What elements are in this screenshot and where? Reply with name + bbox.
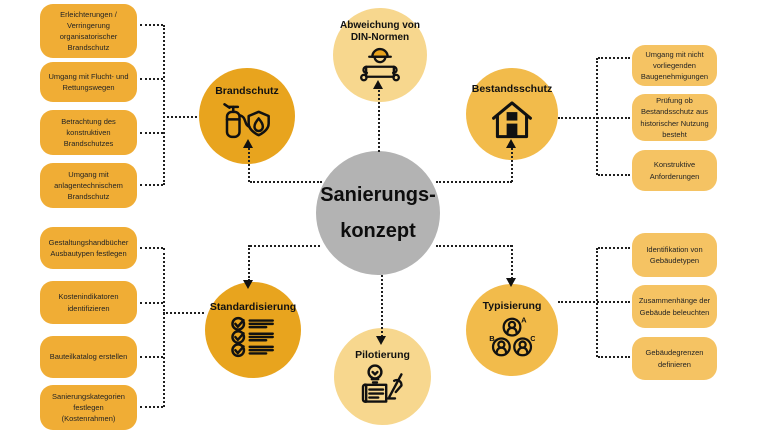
topic-box: Gebäudegrenzen definieren bbox=[632, 337, 717, 380]
connector-dotted-h bbox=[598, 174, 630, 176]
node-label: Standardisierung bbox=[209, 301, 297, 314]
topic-box-label: Sanierungskategorien festlegen (Kostenra… bbox=[52, 391, 125, 424]
topic-box-label: Gebäudegrenzen definieren bbox=[645, 348, 704, 369]
connector-dotted-h bbox=[140, 302, 163, 304]
connector-dotted-h bbox=[436, 181, 512, 183]
fire-extinguisher-shield-icon bbox=[222, 98, 272, 147]
topic-box-label: Kostenindikatoren identifizieren bbox=[58, 292, 119, 313]
node-label: Brandschutz bbox=[215, 85, 279, 98]
connector-dotted-h bbox=[163, 116, 197, 118]
connector-dotted-h bbox=[598, 57, 630, 59]
topic-box-label: Prüfung ob Bestandsschutz aus historisch… bbox=[640, 96, 709, 139]
node-label: Bestandsschutz bbox=[471, 83, 553, 96]
topic-box-label: Erleichterungen / Verringerung organisat… bbox=[59, 9, 118, 53]
center-title-line2: konzept bbox=[340, 220, 416, 242]
node-label-line1: Abweichung von bbox=[340, 19, 420, 31]
connector-dotted-h bbox=[140, 24, 163, 26]
connector-dotted-h bbox=[140, 356, 163, 358]
connector-dotted-v bbox=[378, 90, 380, 152]
topic-box: Prüfung ob Bestandsschutz aus historisch… bbox=[632, 94, 717, 141]
connector-dotted-v bbox=[596, 58, 598, 175]
topic-box-label: Umgang mit Flucht- und Rettungswegen bbox=[48, 71, 129, 92]
node-standardisierung: Standardisierung bbox=[205, 282, 301, 378]
topic-box-label: Umgang mit nicht vorliegenden Baugenehmi… bbox=[640, 49, 709, 82]
connector-dotted-v bbox=[511, 148, 513, 182]
topic-box: Umgang mit nicht vorliegenden Baugenehmi… bbox=[632, 45, 717, 86]
node-brandschutz: Brandschutz bbox=[199, 68, 295, 164]
topic-box-label: Betrachtung des konstruktiven Brandschut… bbox=[61, 116, 116, 149]
node-label-line2: DIN-Normen bbox=[350, 31, 410, 43]
arrow-down-icon bbox=[376, 336, 386, 345]
connector-dotted-h bbox=[598, 247, 630, 249]
topic-box: Sanierungskategorien festlegen (Kostenra… bbox=[40, 385, 137, 430]
node-typisierung: Typisierung A B C bbox=[466, 284, 558, 376]
connector-dotted-v bbox=[248, 245, 250, 281]
connector-dotted-h bbox=[140, 132, 163, 134]
connector-dotted-h bbox=[140, 78, 163, 80]
topic-box: Umgang mit Flucht- und Rettungswegen bbox=[40, 62, 137, 102]
connector-dotted-v bbox=[381, 275, 383, 337]
topic-box: Zusammenhänge der Gebäude beleuchten bbox=[632, 285, 717, 328]
arrow-down-icon bbox=[243, 280, 253, 289]
center-title: Sanierungs- konzept bbox=[320, 177, 436, 249]
connector-dotted-v bbox=[248, 148, 250, 182]
topic-box: Bauteilkatalog erstellen bbox=[40, 336, 137, 378]
idea-signature-icon bbox=[359, 361, 407, 410]
node-label: Abweichung von DIN-Normen bbox=[340, 20, 420, 44]
svg-text:A: A bbox=[521, 315, 527, 324]
connector-dotted-h bbox=[140, 406, 163, 408]
node-label: Pilotierung bbox=[355, 348, 410, 361]
arrow-up-icon bbox=[243, 139, 253, 148]
connector-dotted-h bbox=[598, 356, 630, 358]
topic-box-label: Konstruktive Anforderungen bbox=[649, 160, 700, 181]
checklist-icon bbox=[230, 314, 276, 363]
topic-box: Betrachtung des konstruktiven Brandschut… bbox=[40, 110, 137, 155]
topic-box: Identifikation von Gebäudetypen bbox=[632, 233, 717, 277]
connector-dotted-h bbox=[558, 117, 630, 119]
arrow-up-icon bbox=[373, 80, 383, 89]
engineer-blueprint-icon bbox=[356, 44, 404, 91]
svg-text:C: C bbox=[530, 334, 535, 343]
topic-box: Umgang mit anlagentechnischem Brandschut… bbox=[40, 163, 137, 208]
node-sanierungskonzept-center: Sanierungs- konzept bbox=[316, 151, 440, 275]
topic-box-label: Umgang mit anlagentechnischem Brandschut… bbox=[54, 169, 123, 202]
connector-dotted-v bbox=[511, 245, 513, 279]
topic-box-label: Gestaltungshandbücher Ausbautypen festle… bbox=[48, 237, 129, 258]
connector-dotted-v bbox=[163, 25, 165, 185]
topic-box: Erleichterungen / Verringerung organisat… bbox=[40, 4, 137, 58]
arrow-up-icon bbox=[506, 139, 516, 148]
svg-text:B: B bbox=[489, 334, 495, 343]
connector-dotted-h bbox=[558, 301, 630, 303]
connector-dotted-h bbox=[436, 245, 512, 247]
node-label: Typisierung bbox=[482, 300, 542, 313]
connector-dotted-h bbox=[140, 247, 163, 249]
topic-box: Konstruktive Anforderungen bbox=[632, 150, 717, 191]
topic-box: Gestaltungshandbücher Ausbautypen festle… bbox=[40, 227, 137, 269]
topic-box: Kostenindikatoren identifizieren bbox=[40, 281, 137, 324]
node-abweichung-din: Abweichung von DIN-Normen bbox=[333, 8, 427, 102]
connector-dotted-h bbox=[250, 245, 320, 247]
connector-dotted-h bbox=[163, 312, 204, 314]
connector-dotted-v bbox=[163, 248, 165, 407]
house-icon bbox=[489, 96, 535, 145]
center-title-line1: Sanierungs- bbox=[320, 184, 436, 206]
topic-box-label: Bauteilkatalog erstellen bbox=[49, 352, 128, 362]
person-types-abc-icon: A B C bbox=[489, 313, 536, 364]
arrow-down-icon bbox=[506, 278, 516, 287]
connector-dotted-h bbox=[140, 184, 163, 186]
topic-box-label: Identifikation von Gebäudetypen bbox=[646, 244, 703, 265]
connector-dotted-h bbox=[250, 181, 322, 183]
topic-box-label: Zusammenhänge der Gebäude beleuchten bbox=[638, 296, 711, 317]
